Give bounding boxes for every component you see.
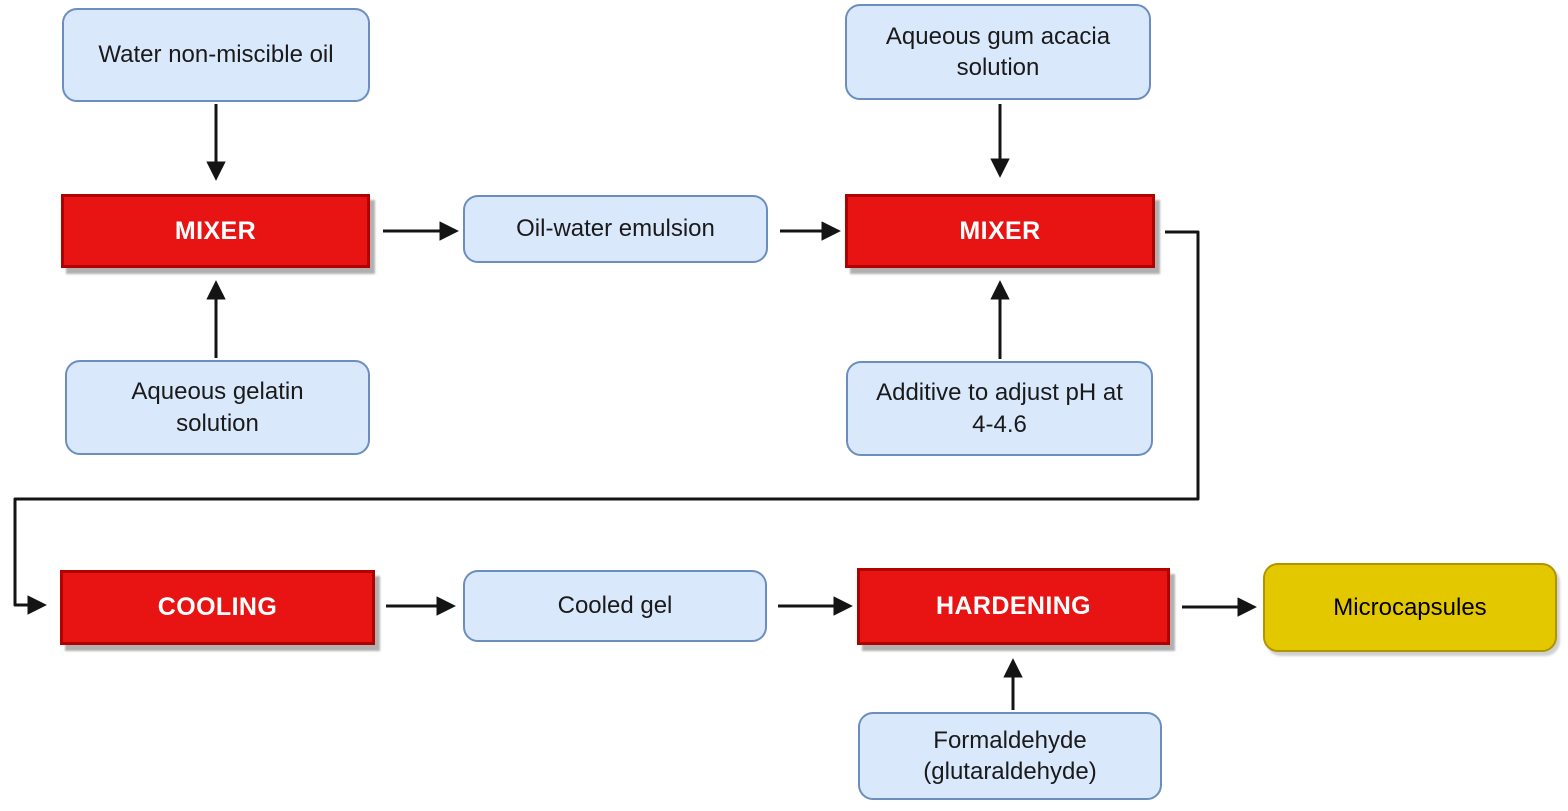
node-label: Water non-miscible oil (98, 41, 334, 69)
node-label: MIXER (959, 216, 1041, 245)
node-label: Microcapsules (1333, 593, 1487, 621)
node-label: Cooled gel (557, 592, 673, 620)
node-water-non-miscible-oil: Water non-miscible oil (62, 8, 370, 102)
node-aqueous-gum-acacia-solution: Aqueous gum acacia solution (845, 4, 1151, 100)
node-label: Aqueous gum acacia solution (885, 22, 1111, 81)
node-aqueous-gelatin-solution: Aqueous gelatin solution (65, 360, 370, 455)
node-label: COOLING (157, 593, 278, 622)
node-cooling: COOLING (60, 570, 375, 645)
node-label: HARDENING (936, 592, 1091, 621)
node-mixer-2: MIXER (845, 194, 1155, 268)
node-label: Formaldehyde (glutaraldehyde) (923, 726, 1097, 785)
node-formaldehyde-glutaraldehyde: Formaldehyde (glutaraldehyde) (858, 712, 1162, 800)
node-label: Oil-water emulsion (516, 215, 715, 243)
node-label: Additive to adjust pH at 4-4.6 (876, 379, 1123, 438)
node-additive-adjust-ph: Additive to adjust pH at 4-4.6 (846, 361, 1153, 456)
node-label: Aqueous gelatin solution (131, 378, 304, 437)
node-hardening: HARDENING (857, 568, 1170, 645)
node-cooled-gel: Cooled gel (463, 570, 767, 642)
node-label: MIXER (174, 216, 257, 245)
node-mixer-1: MIXER (61, 194, 370, 268)
node-oil-water-emulsion: Oil-water emulsion (463, 195, 768, 263)
node-microcapsules: Microcapsules (1263, 563, 1557, 652)
